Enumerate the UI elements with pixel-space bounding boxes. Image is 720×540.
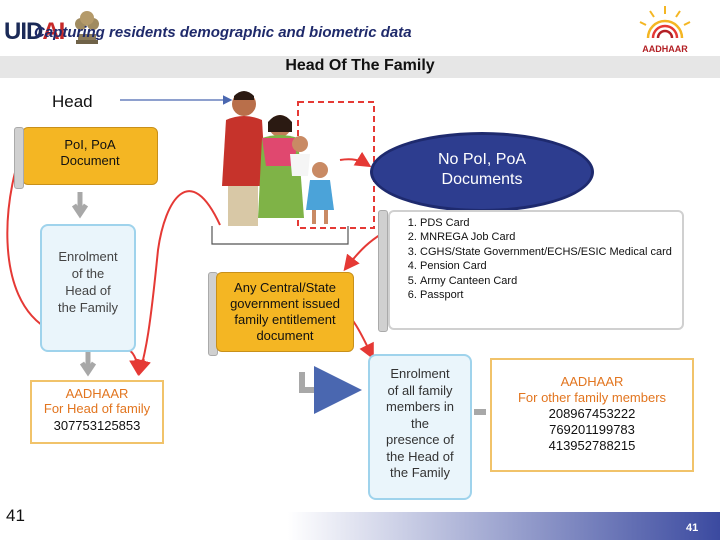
aadhaar-number: 413952788215	[548, 438, 636, 453]
gov-line: family entitlement	[234, 312, 336, 327]
enrol-all-line: the Family	[390, 465, 450, 480]
list-item: Passport	[420, 288, 682, 302]
down-arrow-1	[71, 192, 89, 219]
enrolment-all-members-box: Enrolment of all family members in the p…	[368, 354, 472, 500]
head-label: Head	[52, 92, 93, 111]
title-band	[0, 56, 720, 78]
aadhaar-head-number: 307753125853	[53, 418, 141, 433]
gov-line: document	[256, 328, 314, 343]
list-item: MNREGA Job Card	[420, 230, 682, 244]
scroll-edge	[378, 210, 388, 332]
aadhaar-logo-icon	[639, 6, 691, 39]
enrol-all-line: Enrolment	[390, 366, 450, 381]
enrolment-head-box: Enrolment of the Head of the Family	[40, 224, 136, 352]
poi-line2: Document	[60, 153, 120, 168]
nopoi-line1: No PoI, PoA	[437, 151, 527, 168]
enrol-all-line: presence of	[386, 432, 454, 447]
aadhaar-head-title1: AADHAAR	[65, 386, 129, 401]
aadhaar-others-title2: For other family members	[517, 390, 667, 405]
government-document-box: Any Central/State government issued fami…	[216, 272, 354, 352]
nopoi-line2: Documents	[441, 171, 523, 188]
elbow-arrow	[299, 366, 362, 414]
header-title: Capturing residents demographic and biom…	[34, 24, 412, 41]
gov-line: Any Central/State	[234, 280, 336, 295]
slide-number: 41	[6, 506, 25, 525]
aadhaar-number: 769201199783	[549, 422, 635, 437]
enrol-head-line: of the	[71, 266, 105, 281]
list-item: PDS Card	[420, 216, 682, 230]
enrol-all-line: the Head of	[386, 448, 454, 464]
footer-slide-number: 41	[686, 522, 699, 534]
aadhaar-logo-text: AADHAAR	[642, 44, 688, 54]
family-illustration	[222, 91, 334, 226]
aadhaar-head-title2: For Head of family	[43, 401, 151, 416]
footer-bar	[0, 512, 720, 540]
aadhaar-others-title1: AADHAAR	[560, 374, 624, 389]
enrol-head-line: Enrolment	[58, 249, 118, 264]
enrol-all-line: the	[410, 415, 430, 431]
gov-line: government issued	[230, 296, 340, 311]
list-item: Pension Card	[420, 259, 682, 273]
national-emblem-icon	[75, 11, 99, 44]
enrol-all-line: members in	[386, 399, 454, 414]
uidai-logo-prefix: UID	[4, 18, 43, 45]
enrol-head-line: the Family	[58, 300, 118, 315]
aadhaar-number: 208967453222	[548, 406, 636, 421]
document-list-box: PDS Card MNREGA Job Card CGHS/State Gove…	[388, 210, 684, 330]
list-item: Army Canteen Card	[420, 274, 682, 288]
document-list: PDS Card MNREGA Job Card CGHS/State Gove…	[390, 216, 682, 302]
uidai-logo: UIDAI	[4, 18, 65, 46]
poi-line1: PoI, PoA	[64, 137, 116, 152]
down-arrow-2	[79, 350, 97, 377]
scroll-edge	[14, 127, 24, 189]
enrol-head-line: Head of	[65, 283, 111, 298]
enrol-all-line: of all family	[387, 382, 453, 398]
no-poi-poa-ellipse: No PoI, PoA Documents	[370, 132, 594, 212]
page-title: Head Of The Family	[285, 57, 435, 74]
list-item: CGHS/State Government/ECHS/ESIC Medical …	[420, 245, 682, 259]
uidai-logo-suffix: AI	[42, 18, 65, 45]
